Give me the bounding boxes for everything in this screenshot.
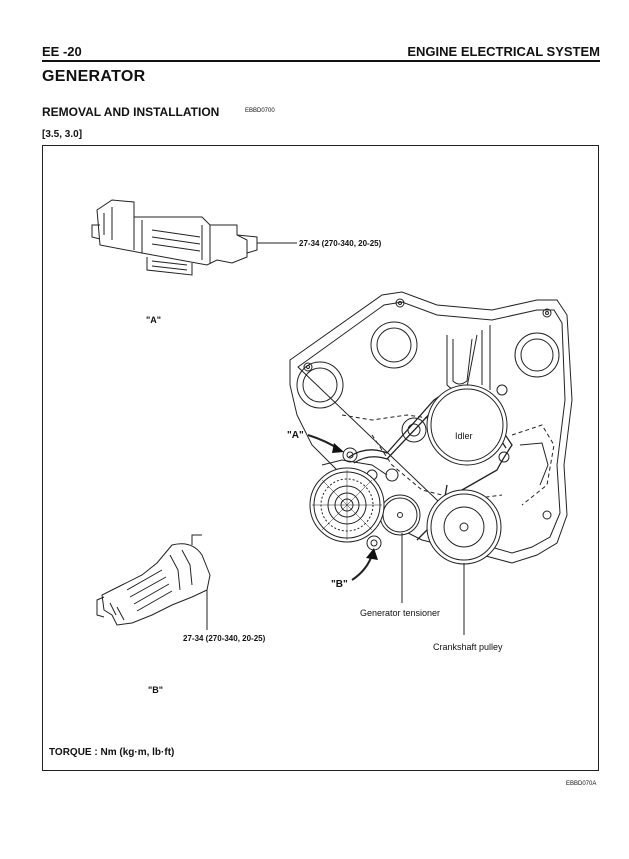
generator-tensioner-pulley [379,494,421,536]
detail-b-label: "B" [148,685,163,695]
detail-a-bolt-illustration [91,199,297,276]
engine-spec: [3.5, 3.0] [42,129,83,140]
chapter-title: ENGINE ELECTRICAL SYSTEM [407,44,600,59]
callout-a-arrowhead [332,443,344,453]
figure-code: EBBD070A [566,781,597,787]
detail-b-bolt-illustration [96,534,211,630]
callout-b-label: "B" [331,579,348,590]
callout-a-label: "A" [287,430,304,441]
detail-a-label: "A" [146,315,161,325]
figure-frame [42,145,599,771]
callout-b-arrow [351,554,373,581]
generator-diagram: 27-34 (270-340, 20-25) "A" 27-34 (270-34… [49,199,573,758]
torque-label-b: 27-34 (270-340, 20-25) [183,634,266,643]
section-title: GENERATOR [42,68,146,85]
crankshaft-pulley [426,489,502,565]
generator-tensioner-label: Generator tensioner [360,608,440,618]
idler-label: Idler [455,431,473,441]
subsection-code: EBBD0700 [245,108,275,114]
page-number: EE -20 [42,44,82,59]
subsection-title: REMOVAL AND INSTALLATION [42,105,220,119]
idler-pulley [426,384,508,466]
generator-alternator [309,447,388,551]
callout-b-arrowhead [366,548,378,560]
header-rule [42,60,600,62]
crankshaft-pulley-label: Crankshaft pulley [433,642,503,652]
torque-units-note: TORQUE : Nm (kg·m, lb·ft) [49,747,174,758]
torque-label-a: 27-34 (270-340, 20-25) [299,239,382,248]
